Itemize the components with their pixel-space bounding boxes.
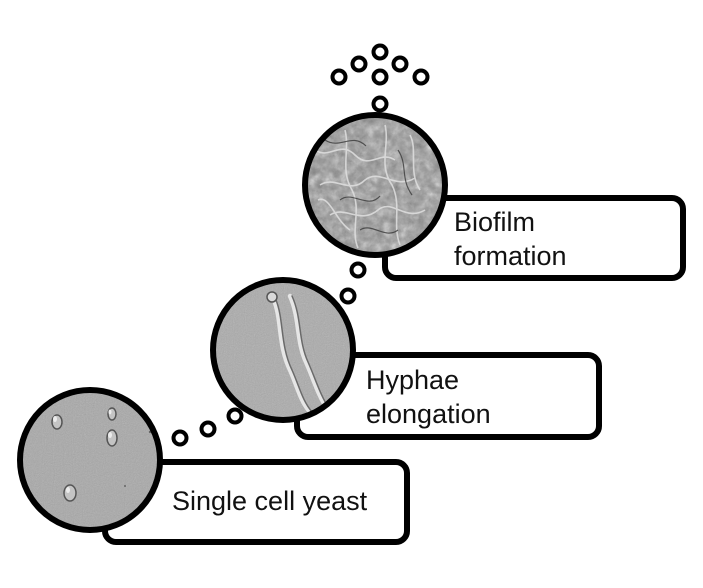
single-cell-yeast-micrograph <box>20 390 160 530</box>
hyphae-circle-frame <box>210 277 356 423</box>
biofilm-sem-micrograph <box>305 115 445 255</box>
yeast-circle-frame <box>17 387 163 533</box>
biofilm-circle-frame <box>302 112 448 258</box>
hyphae-elongation-micrograph <box>213 280 353 420</box>
label-hyphae-elongation: Hyphae elongation <box>366 365 491 429</box>
connector-dots <box>171 43 430 447</box>
label-single-cell-yeast: Single cell yeast <box>172 486 368 516</box>
label-biofilm-formation: Biofilm formation <box>454 207 567 271</box>
